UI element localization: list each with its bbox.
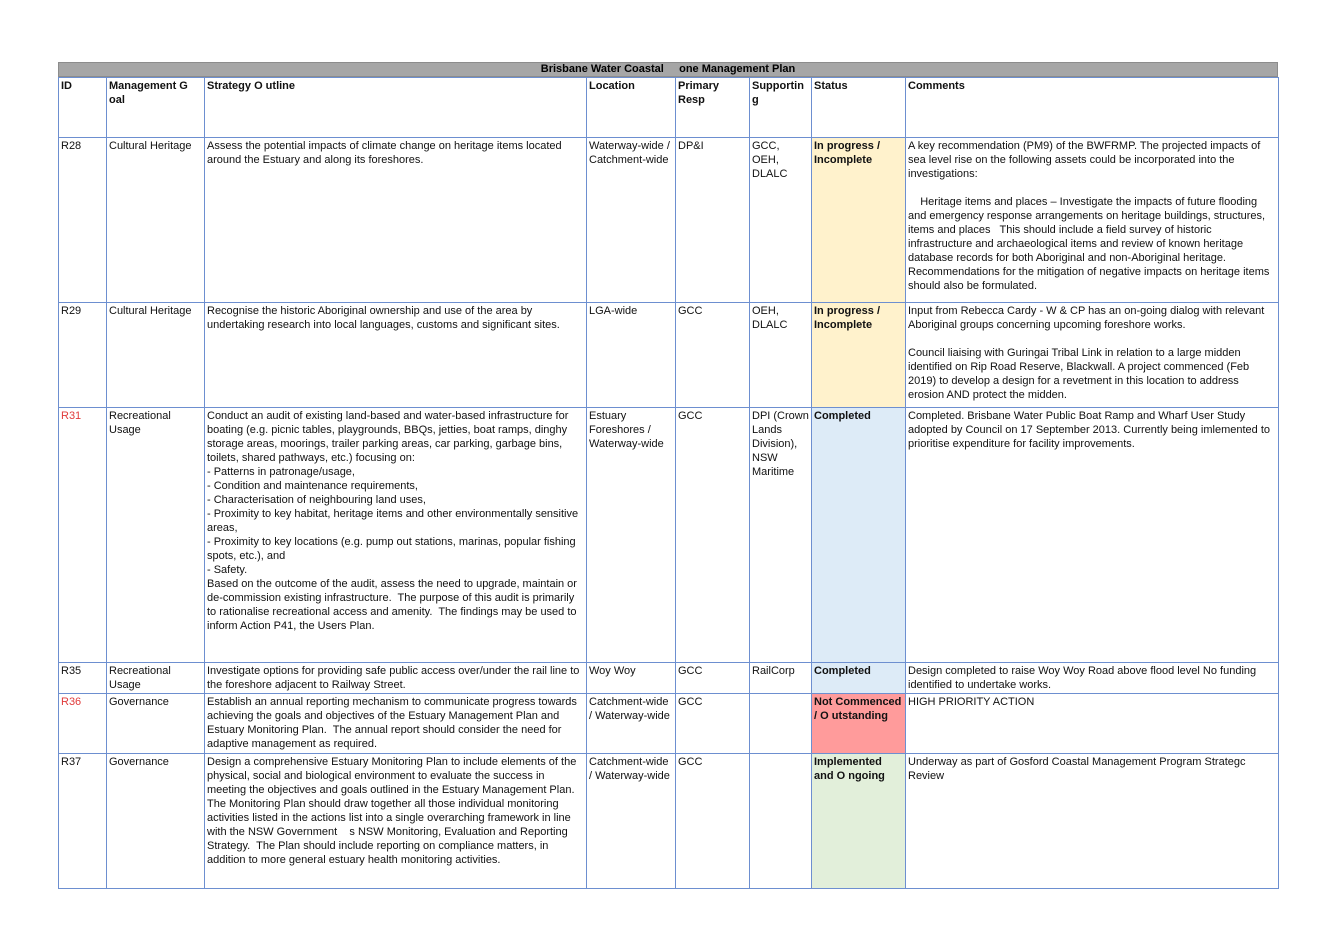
- cell-strategy: Design a comprehensive Estuary Monitorin…: [204, 753, 587, 889]
- header-primary: Primary Resp: [675, 77, 750, 138]
- table-row: R35 Recreational Usage Investigate optio…: [58, 662, 1279, 694]
- header-id: ID: [58, 77, 107, 138]
- sheet-title: Brisbane Water Coastal one Management Pl…: [58, 62, 1278, 77]
- cell-comments: Input from Rebecca Cardy - W & CP has an…: [905, 302, 1279, 408]
- cell-strategy: Conduct an audit of existing land-based …: [204, 407, 587, 663]
- cell-id: R28: [58, 137, 107, 303]
- table-row: R31 Recreational Usage Conduct an audit …: [58, 407, 1279, 663]
- cell-location: Catchment-wide / Waterway-wide: [586, 693, 676, 754]
- status-badge: Completed: [811, 662, 906, 694]
- strategy-table: ID Management G oal Strategy O utline Lo…: [58, 77, 1279, 889]
- cell-supporting: [749, 693, 812, 754]
- cell-goal: Cultural Heritage: [106, 137, 205, 303]
- cell-strategy: Assess the potential impacts of climate …: [204, 137, 587, 303]
- table-row: R29 Cultural Heritage Recognise the hist…: [58, 302, 1279, 408]
- cell-id: R35: [58, 662, 107, 694]
- status-badge: In progress / Incomplete: [811, 137, 906, 303]
- cell-primary: GCC: [675, 753, 750, 889]
- cell-comments: Underway as part of Gosford Coastal Mana…: [905, 753, 1279, 889]
- cell-primary: DP&I: [675, 137, 750, 303]
- cell-supporting: [749, 753, 812, 889]
- cell-location: Waterway-wide / Catchment-wide: [586, 137, 676, 303]
- cell-strategy: Establish an annual reporting mechanism …: [204, 693, 587, 754]
- cell-supporting: RailCorp: [749, 662, 812, 694]
- header-location: Location: [586, 77, 676, 138]
- cell-comments: Design completed to raise Woy Woy Road a…: [905, 662, 1279, 694]
- cell-supporting: GCC, OEH, DLALC: [749, 137, 812, 303]
- cell-goal: Cultural Heritage: [106, 302, 205, 408]
- header-status: Status: [811, 77, 906, 138]
- status-badge: Implemented and O ngoing: [811, 753, 906, 889]
- header-goal: Management G oal: [106, 77, 205, 138]
- status-badge: Not Commenced / O utstanding: [811, 693, 906, 754]
- cell-goal: Recreational Usage: [106, 662, 205, 694]
- cell-primary: GCC: [675, 693, 750, 754]
- status-badge: Completed: [811, 407, 906, 663]
- cell-supporting: OEH, DLALC: [749, 302, 812, 408]
- cell-comments: A key recommendation (PM9) of the BWFRMP…: [905, 137, 1279, 303]
- header-comments: Comments: [905, 77, 1279, 138]
- cell-id: R29: [58, 302, 107, 408]
- table-row: R36 Governance Establish an annual repor…: [58, 693, 1279, 754]
- cell-goal: Recreational Usage: [106, 407, 205, 663]
- cell-primary: GCC: [675, 407, 750, 663]
- cell-goal: Governance: [106, 753, 205, 889]
- cell-comments: Completed. Brisbane Water Public Boat Ra…: [905, 407, 1279, 663]
- header-strategy: Strategy O utline: [204, 77, 587, 138]
- header-supporting: Supportin g: [749, 77, 812, 138]
- cell-goal: Governance: [106, 693, 205, 754]
- table-row: R37 Governance Design a comprehensive Es…: [58, 753, 1279, 889]
- table-header-row: ID Management G oal Strategy O utline Lo…: [58, 77, 1279, 138]
- cell-primary: GCC: [675, 662, 750, 694]
- cell-id: R36: [58, 693, 107, 754]
- cell-primary: GCC: [675, 302, 750, 408]
- cell-location: Estuary Foreshores / Waterway-wide: [586, 407, 676, 663]
- management-plan-sheet: Brisbane Water Coastal one Management Pl…: [58, 62, 1279, 889]
- table-row: R28 Cultural Heritage Assess the potenti…: [58, 137, 1279, 303]
- cell-id: R37: [58, 753, 107, 889]
- status-badge: In progress / Incomplete: [811, 302, 906, 408]
- cell-location: Catchment-wide / Waterway-wide: [586, 753, 676, 889]
- cell-location: Woy Woy: [586, 662, 676, 694]
- cell-id: R31: [58, 407, 107, 663]
- cell-location: LGA-wide: [586, 302, 676, 408]
- cell-strategy: Recognise the historic Aboriginal owners…: [204, 302, 587, 408]
- cell-comments: HIGH PRIORITY ACTION: [905, 693, 1279, 754]
- cell-supporting: DPI (Crown Lands Division), NSW Maritime: [749, 407, 812, 663]
- cell-strategy: Investigate options for providing safe p…: [204, 662, 587, 694]
